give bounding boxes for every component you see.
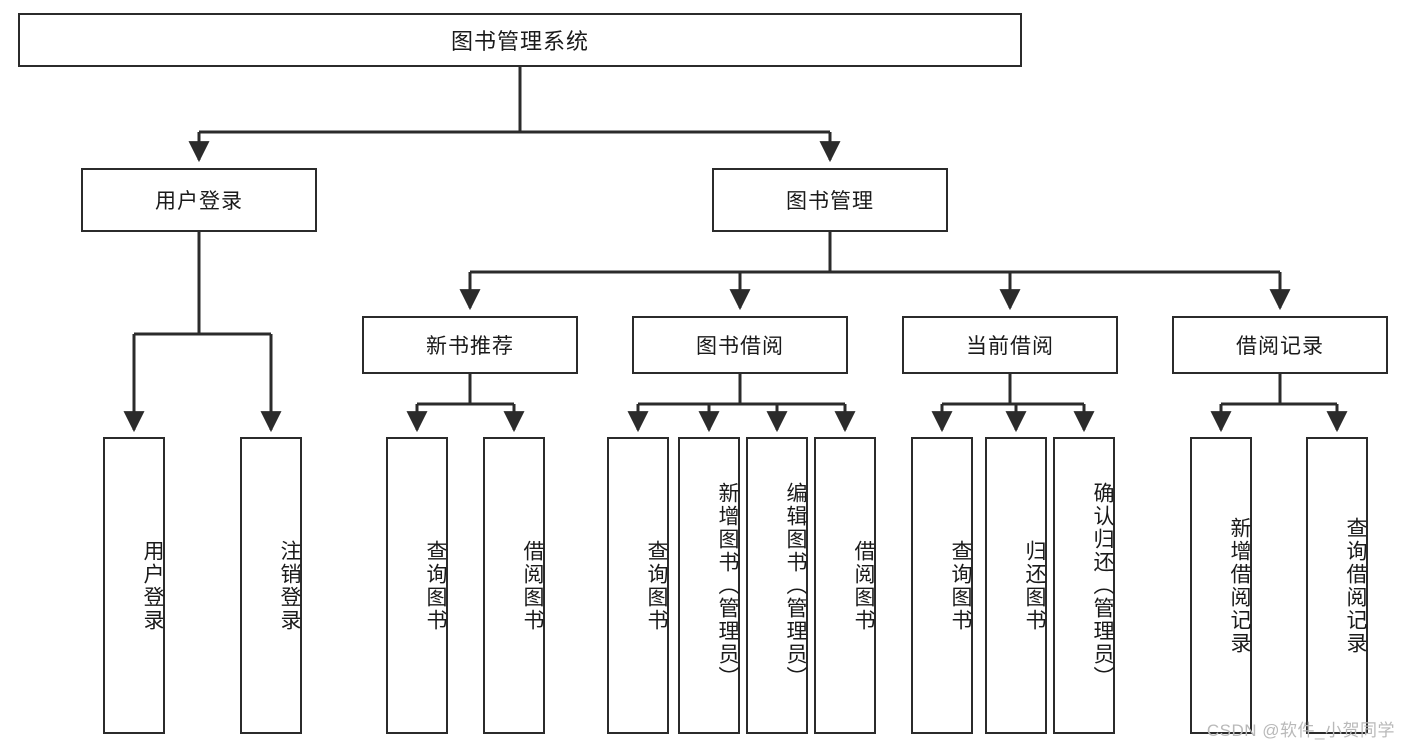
node-leaf-add-record[interactable]: 新增借阅记录 — [1190, 437, 1252, 734]
node-leaf-query-book-1[interactable]: 查询图书 — [386, 437, 448, 734]
node-leaf-label: 注销登录 — [278, 539, 301, 632]
node-leaf-return-book[interactable]: 归还图书 — [985, 437, 1047, 734]
node-borrow-record-label: 借阅记录 — [1236, 335, 1324, 358]
node-book-borrow-label: 图书借阅 — [696, 335, 784, 358]
node-leaf-label: 新增图书（管理员） — [716, 482, 739, 689]
node-leaf-edit-book[interactable]: 编辑图书（管理员） — [746, 437, 808, 734]
node-leaf-label: 用户登录 — [141, 539, 164, 632]
watermark-text: CSDN @软件_小贺同学 — [1206, 721, 1395, 740]
node-book-borrow[interactable]: 图书借阅 — [632, 316, 848, 374]
node-current-borrow-label: 当前借阅 — [966, 335, 1054, 358]
node-leaf-query-book-3[interactable]: 查询图书 — [911, 437, 973, 734]
node-leaf-label: 借阅图书 — [521, 539, 544, 632]
node-book-manage-label: 图书管理 — [786, 190, 874, 213]
node-leaf-label: 编辑图书（管理员） — [784, 482, 807, 689]
node-leaf-label: 借阅图书 — [852, 539, 875, 632]
node-leaf-user-login[interactable]: 用户登录 — [103, 437, 165, 734]
node-user-login-label: 用户登录 — [155, 190, 243, 213]
node-user-login[interactable]: 用户登录 — [81, 168, 317, 232]
node-leaf-label: 查询图书 — [949, 539, 972, 632]
node-leaf-query-book-2[interactable]: 查询图书 — [607, 437, 669, 734]
node-new-book-rec[interactable]: 新书推荐 — [362, 316, 578, 374]
node-leaf-label: 查询图书 — [645, 539, 668, 632]
node-new-book-rec-label: 新书推荐 — [426, 335, 514, 358]
node-root-system[interactable]: 图书管理系统 — [18, 13, 1022, 67]
node-leaf-label: 查询借阅记录 — [1344, 516, 1367, 655]
node-book-manage[interactable]: 图书管理 — [712, 168, 948, 232]
node-leaf-add-book[interactable]: 新增图书（管理员） — [678, 437, 740, 734]
node-leaf-label: 新增借阅记录 — [1228, 516, 1251, 655]
node-leaf-label: 查询图书 — [424, 539, 447, 632]
node-root-label: 图书管理系统 — [450, 29, 589, 54]
node-leaf-borrow-book-1[interactable]: 借阅图书 — [483, 437, 545, 734]
node-borrow-record[interactable]: 借阅记录 — [1172, 316, 1388, 374]
node-leaf-logout[interactable]: 注销登录 — [240, 437, 302, 734]
node-leaf-label: 确认归还（管理员） — [1091, 482, 1114, 689]
node-leaf-query-record[interactable]: 查询借阅记录 — [1306, 437, 1368, 734]
node-leaf-borrow-book-2[interactable]: 借阅图书 — [814, 437, 876, 734]
node-leaf-confirm-return[interactable]: 确认归还（管理员） — [1053, 437, 1115, 734]
node-current-borrow[interactable]: 当前借阅 — [902, 316, 1118, 374]
node-leaf-label: 归还图书 — [1023, 539, 1046, 632]
